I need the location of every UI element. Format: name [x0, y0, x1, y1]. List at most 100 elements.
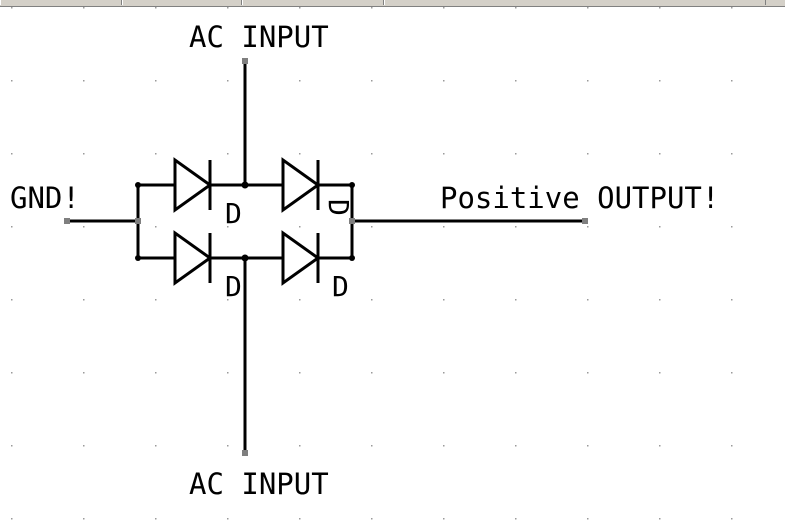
grid-dot — [659, 80, 661, 82]
grid-dot — [155, 226, 157, 228]
junction-bottom-left — [135, 255, 141, 261]
grid-dot — [515, 226, 517, 228]
positive-output-label: Positive OUTPUT! — [440, 181, 719, 215]
grid-dot — [11, 372, 13, 374]
grid-dot — [731, 299, 733, 301]
grid-dot — [299, 80, 301, 82]
grid-dot — [443, 518, 445, 520]
grid-dot — [443, 153, 445, 155]
grid-dot — [299, 226, 301, 228]
diode-label-lower-left: D — [225, 270, 242, 303]
grid-dot — [299, 445, 301, 447]
grid-dot — [155, 299, 157, 301]
grid-dot — [227, 80, 229, 82]
grid-dot — [731, 80, 733, 82]
grid-dot — [587, 299, 589, 301]
grid-dot — [83, 372, 85, 374]
junction-bottom-right — [349, 255, 355, 261]
grid-dot — [659, 226, 661, 228]
grid-dot — [299, 372, 301, 374]
grid-dot — [227, 299, 229, 301]
grid-dot — [83, 299, 85, 301]
grid-dot — [587, 80, 589, 82]
grid-dot — [443, 80, 445, 82]
grid-dot — [299, 7, 301, 9]
grid-dot — [83, 226, 85, 228]
pin-ac-top — [242, 58, 248, 64]
grid-dot — [227, 153, 229, 155]
grid-dot — [587, 153, 589, 155]
upper-right-diode[interactable] — [281, 157, 321, 213]
grid-dot — [227, 7, 229, 9]
grid-dot — [11, 7, 13, 9]
grid-dot — [443, 445, 445, 447]
lower-left-diode[interactable] — [173, 230, 213, 286]
grid-dot — [83, 445, 85, 447]
grid-dot — [371, 153, 373, 155]
grid-dot — [155, 153, 157, 155]
grid-dot — [515, 80, 517, 82]
grid-dot — [227, 226, 229, 228]
junction-top — [241, 181, 249, 189]
grid-dot — [731, 226, 733, 228]
diode-label-upper-right: D — [322, 199, 355, 216]
diode-label-upper-left: D — [225, 197, 242, 230]
grid-dot — [155, 518, 157, 520]
grid-dot — [155, 7, 157, 9]
grid-dot — [227, 445, 229, 447]
grid-dot — [731, 518, 733, 520]
grid-dot — [659, 153, 661, 155]
grid-dot — [443, 372, 445, 374]
grid-dot — [155, 80, 157, 82]
grid-dot — [371, 7, 373, 9]
upper-left-diode[interactable] — [173, 157, 213, 213]
grid-dot — [11, 80, 13, 82]
grid-dot — [587, 518, 589, 520]
pin-ac-bottom — [242, 450, 248, 456]
grid-dot — [11, 299, 13, 301]
junction-bottom — [241, 254, 249, 262]
grid-dot — [443, 299, 445, 301]
grid-dot — [443, 7, 445, 9]
wires — [68, 62, 585, 452]
grid-dot — [659, 299, 661, 301]
grid-dot — [299, 299, 301, 301]
grid-dot — [227, 372, 229, 374]
grid-dot — [299, 153, 301, 155]
grid-dot — [659, 372, 661, 374]
grid-dot — [371, 299, 373, 301]
grid-dot — [515, 299, 517, 301]
lower-right-diode[interactable] — [281, 230, 321, 286]
grid-dot — [83, 80, 85, 82]
grid-dot — [371, 80, 373, 82]
grid-dot — [155, 445, 157, 447]
junction-top-right — [349, 182, 355, 188]
grid-dot — [371, 372, 373, 374]
grid-dot — [371, 445, 373, 447]
grid-dot — [371, 226, 373, 228]
grid-dot — [11, 445, 13, 447]
pins — [64, 58, 588, 456]
grid-dot — [83, 518, 85, 520]
pin-right-bus — [349, 218, 355, 224]
ac-input-top-label: AC INPUT — [189, 20, 329, 54]
ac-input-bottom-label: AC INPUT — [189, 467, 329, 501]
grid-dot — [659, 518, 661, 520]
grid-dot — [443, 226, 445, 228]
window-top-edge — [0, 0, 785, 7]
grid-dot — [155, 372, 157, 374]
grid-dot — [515, 445, 517, 447]
grid-dot — [515, 518, 517, 520]
grid-dot — [731, 372, 733, 374]
grid-dot — [659, 445, 661, 447]
grid-dot — [587, 372, 589, 374]
junctions — [135, 181, 355, 262]
grid-dot — [731, 153, 733, 155]
grid-dot — [515, 153, 517, 155]
grid-dot — [227, 518, 229, 520]
grid-dot — [299, 518, 301, 520]
grid-dot — [515, 372, 517, 374]
grid-dot — [587, 445, 589, 447]
